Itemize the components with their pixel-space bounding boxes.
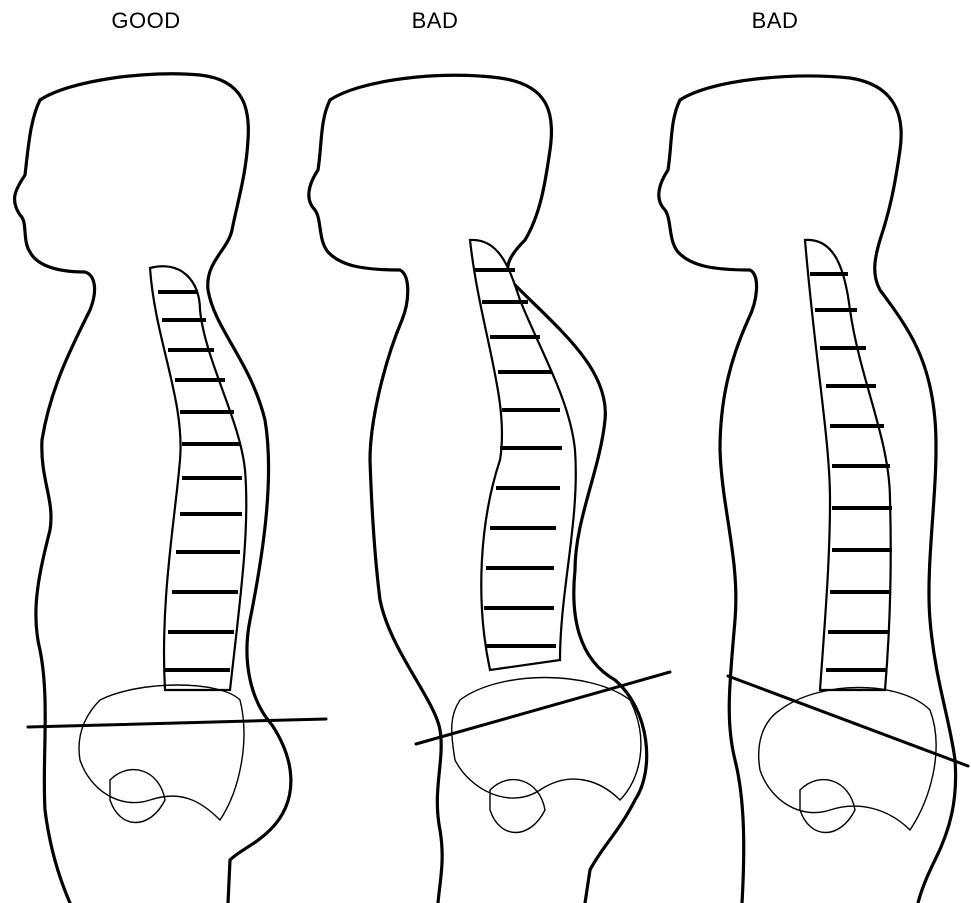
figure-bad-1 [309, 75, 670, 903]
body-outline-bad-1 [330, 75, 647, 903]
face-outline-bad-1 [309, 100, 442, 903]
body-outline-bad-2 [680, 76, 956, 903]
face-outline-good [15, 100, 95, 903]
spine-bad-2 [805, 240, 892, 690]
body-outline-good [40, 74, 291, 903]
figure-good [15, 74, 326, 903]
spine-good [150, 266, 246, 690]
pelvis-bad-2 [759, 688, 936, 833]
spine-bad-1 [470, 240, 576, 670]
pelvic-tilt-line-bad-1 [416, 672, 670, 744]
pelvis-good [79, 685, 244, 823]
pelvic-tilt-line-good [28, 719, 326, 727]
pelvis-bad-1 [452, 678, 641, 833]
face-outline-bad-2 [659, 100, 757, 903]
figure-bad-2 [659, 76, 968, 903]
